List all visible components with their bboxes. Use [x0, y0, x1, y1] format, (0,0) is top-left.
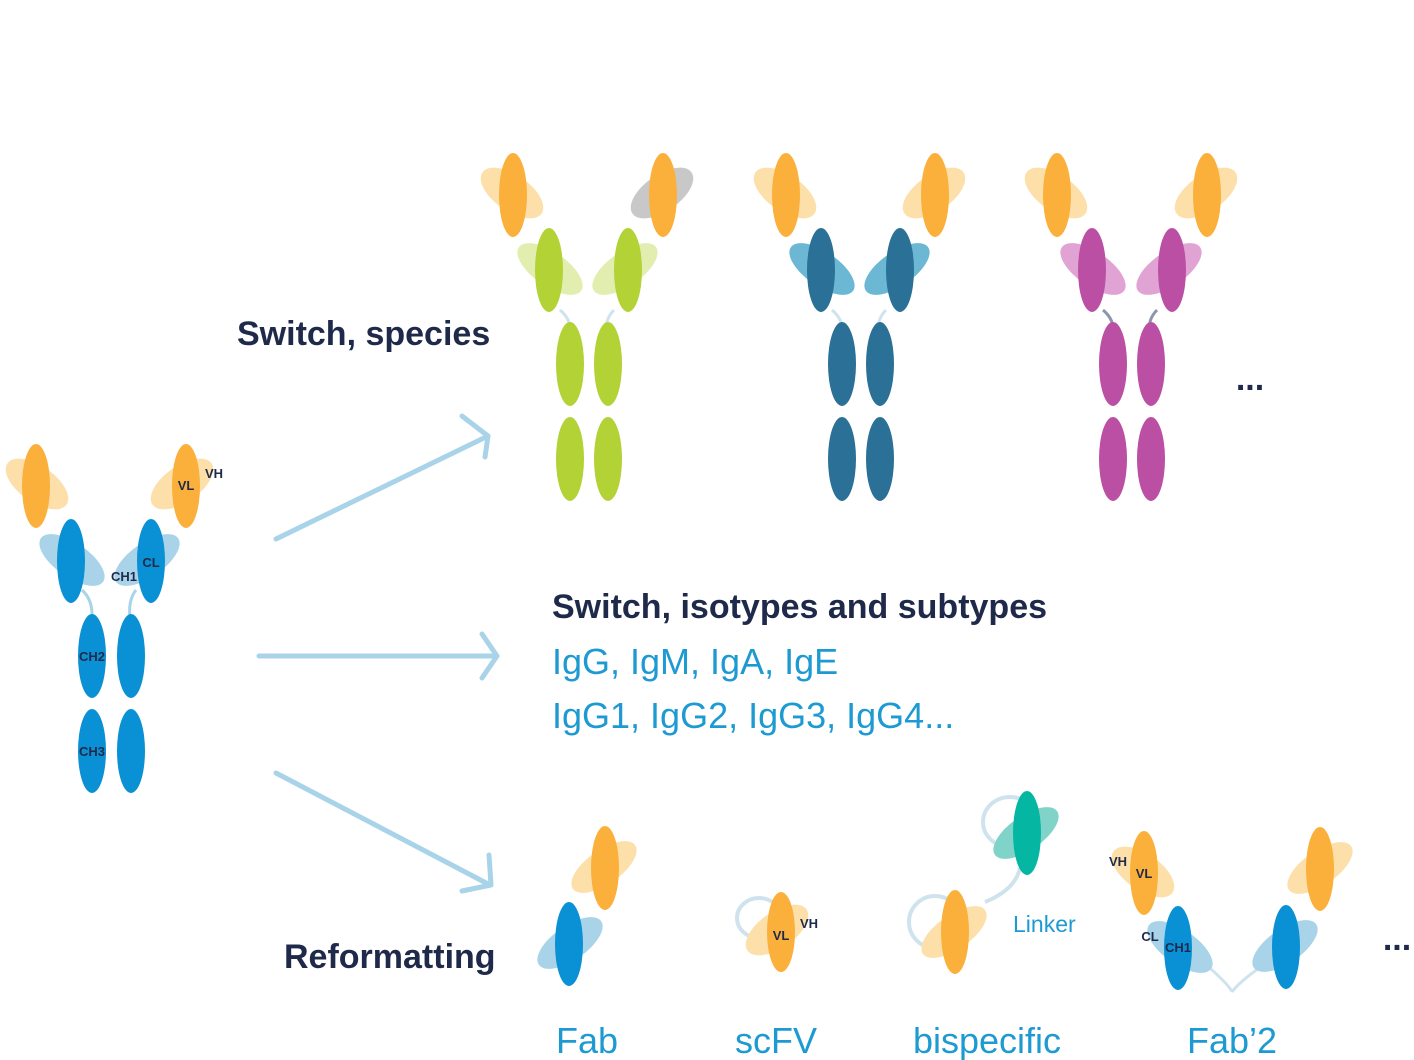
scfv-label: scFV	[735, 1020, 817, 1060]
arrow-isotypes	[256, 631, 500, 681]
linker-label: Linker	[1013, 911, 1076, 937]
ch1-label: CH1	[111, 569, 137, 584]
fab2-label: Fab’2	[1187, 1020, 1277, 1060]
fab2-vh-label: VH	[1109, 854, 1127, 869]
fab2-cl-label: CL	[1141, 929, 1158, 944]
bispecific-label: bispecific	[913, 1020, 1061, 1060]
species-ellipsis: ...	[1236, 360, 1264, 398]
cl-label: CL	[142, 555, 159, 570]
ch3-label: CH3	[79, 744, 105, 759]
fab2-ch1-label: CH1	[1165, 940, 1191, 955]
switch-isotypes-label: Switch, isotypes and subtypes	[552, 588, 1047, 626]
source-antibody: VL VH CL CH1 CH2 CH3	[5, 444, 223, 793]
arrow-reformatting	[273, 770, 494, 894]
fab2-vl-label: VL	[1136, 866, 1153, 881]
switch-species-label: Switch, species	[237, 315, 490, 353]
fab2-fragment: VH VL CL CH1	[1109, 827, 1353, 993]
isotypes-line: IgG, IgM, IgA, IgE	[552, 641, 838, 682]
magenta-antibody	[1024, 153, 1238, 501]
ch2-label: CH2	[79, 649, 105, 664]
reformatting-ellipsis: ...	[1383, 920, 1411, 958]
bispecific-fragment: Linker	[907, 791, 1076, 974]
vh-label: VH	[205, 466, 223, 481]
subtypes-line: IgG1, IgG2, IgG3, IgG4...	[552, 695, 954, 736]
fab-fragment	[537, 826, 637, 986]
green-antibody	[480, 153, 694, 501]
arrow-species	[273, 413, 491, 542]
teal-antibody	[753, 153, 966, 501]
vl-label: VL	[178, 478, 195, 493]
scfv-fragment: VL VH	[735, 892, 818, 972]
scfv-vh-label: VH	[800, 916, 818, 931]
fab-label: Fab	[556, 1020, 618, 1060]
reformatting-label: Reformatting	[284, 938, 496, 976]
scfv-vl-label: VL	[773, 928, 790, 943]
